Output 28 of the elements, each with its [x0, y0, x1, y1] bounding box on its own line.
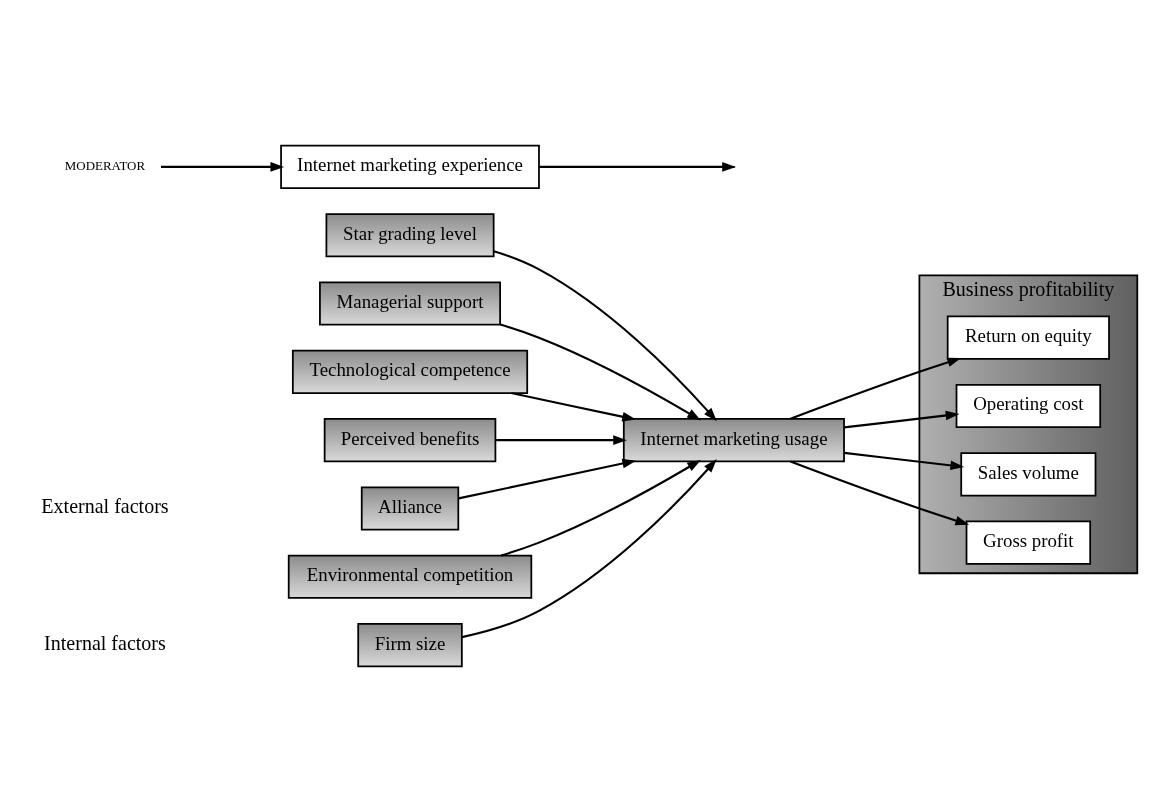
label: External factors: [41, 495, 169, 518]
node-box: Alliance: [360, 486, 460, 531]
node-box: Environmental competition: [287, 554, 533, 599]
node-box: Internet marketing usage: [622, 418, 845, 463]
arrow: [790, 357, 962, 420]
arrow: [790, 460, 970, 526]
arrow: [493, 250, 717, 422]
arrow: [495, 435, 627, 445]
node-box: Firm size: [357, 623, 463, 668]
arrow: [458, 458, 637, 500]
arrow: [500, 323, 701, 421]
arrow: [461, 459, 717, 639]
node-box: Gross profit: [965, 520, 1092, 565]
node-box: Return on equity: [946, 315, 1110, 360]
arrow: [844, 451, 965, 471]
node-text: MODERATOR: [64, 158, 146, 174]
node-box: Internet marketing experience: [280, 144, 540, 189]
arrow: [160, 162, 285, 172]
arrow: [500, 459, 701, 557]
node-box: Operating cost: [955, 383, 1102, 429]
node-box: Managerial support: [319, 281, 501, 326]
node-box: Sales volume: [960, 452, 1097, 497]
arrow: [510, 392, 636, 422]
node-box: Perceived benefits: [323, 418, 497, 463]
arrow: [844, 410, 960, 429]
node-box: Star grading level: [325, 213, 495, 258]
label: Internal factors: [44, 631, 166, 654]
node-box: Technological competence: [291, 349, 529, 394]
